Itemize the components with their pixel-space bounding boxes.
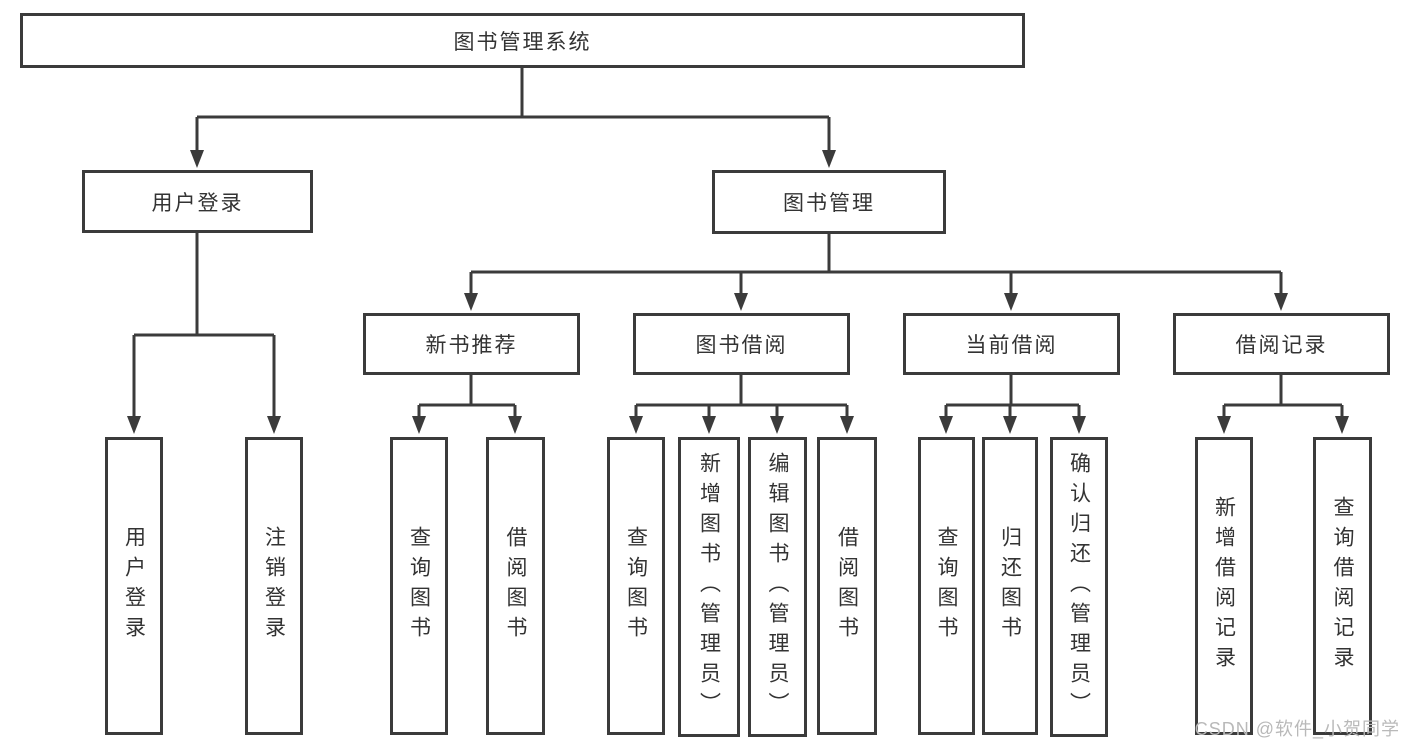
leaf-return-book-label: 归还图书 — [998, 526, 1022, 646]
watermark: CSDN @软件_小贺同学 — [1194, 719, 1400, 739]
node-current-borrow-label: 当前借阅 — [965, 334, 1058, 357]
node-new-book-recommend: 新书推荐 — [363, 313, 580, 375]
node-book-borrow: 图书借阅 — [633, 313, 850, 375]
node-root-label: 图书管理系统 — [453, 30, 592, 54]
node-current-borrow: 当前借阅 — [903, 313, 1120, 375]
node-user-login: 用户登录 — [82, 170, 313, 233]
node-book-management: 图书管理 — [712, 170, 946, 234]
leaf-recommend-query-book-label: 查询图书 — [407, 526, 431, 646]
leaf-query-borrow-record-label: 查询借阅记录 — [1331, 496, 1354, 676]
leaf-return-book: 归还图书 — [982, 437, 1038, 735]
leaf-current-query-book: 查询图书 — [918, 437, 975, 735]
leaf-add-book-admin: 新增图书（管理员） — [678, 437, 740, 737]
leaf-logout-label: 注销登录 — [262, 526, 286, 646]
leaf-add-book-admin-label: 新增图书（管理员） — [697, 452, 721, 722]
leaf-borrow-query-book: 查询图书 — [607, 437, 665, 735]
leaf-user-login-label: 用户登录 — [122, 526, 146, 646]
node-book-borrow-label: 图书借阅 — [695, 334, 788, 357]
leaf-confirm-return-admin-label: 确认归还（管理员） — [1067, 452, 1091, 722]
node-user-login-label: 用户登录 — [151, 191, 244, 215]
leaf-borrow-book: 借阅图书 — [817, 437, 877, 735]
node-root: 图书管理系统 — [20, 13, 1025, 68]
leaf-logout: 注销登录 — [245, 437, 303, 735]
node-borrow-record-label: 借阅记录 — [1235, 334, 1328, 357]
leaf-current-query-book-label: 查询图书 — [935, 526, 958, 646]
leaf-user-login: 用户登录 — [105, 437, 163, 735]
leaf-query-borrow-record: 查询借阅记录 — [1313, 437, 1372, 735]
node-borrow-record: 借阅记录 — [1173, 313, 1390, 375]
leaf-recommend-query-book: 查询图书 — [390, 437, 448, 735]
leaf-recommend-borrow-book-label: 借阅图书 — [504, 526, 527, 646]
node-new-book-recommend-label: 新书推荐 — [425, 334, 518, 357]
leaf-borrow-query-book-label: 查询图书 — [624, 526, 648, 646]
node-book-management-label: 图书管理 — [783, 192, 875, 215]
leaf-add-borrow-record-label: 新增借阅记录 — [1212, 496, 1236, 676]
leaf-borrow-book-label: 借阅图书 — [835, 526, 859, 646]
leaf-add-borrow-record: 新增借阅记录 — [1195, 437, 1253, 735]
leaf-confirm-return-admin: 确认归还（管理员） — [1050, 437, 1108, 737]
leaf-edit-book-admin-label: 编辑图书（管理员） — [766, 452, 789, 722]
leaf-edit-book-admin: 编辑图书（管理员） — [748, 437, 807, 737]
leaf-recommend-borrow-book: 借阅图书 — [486, 437, 545, 735]
